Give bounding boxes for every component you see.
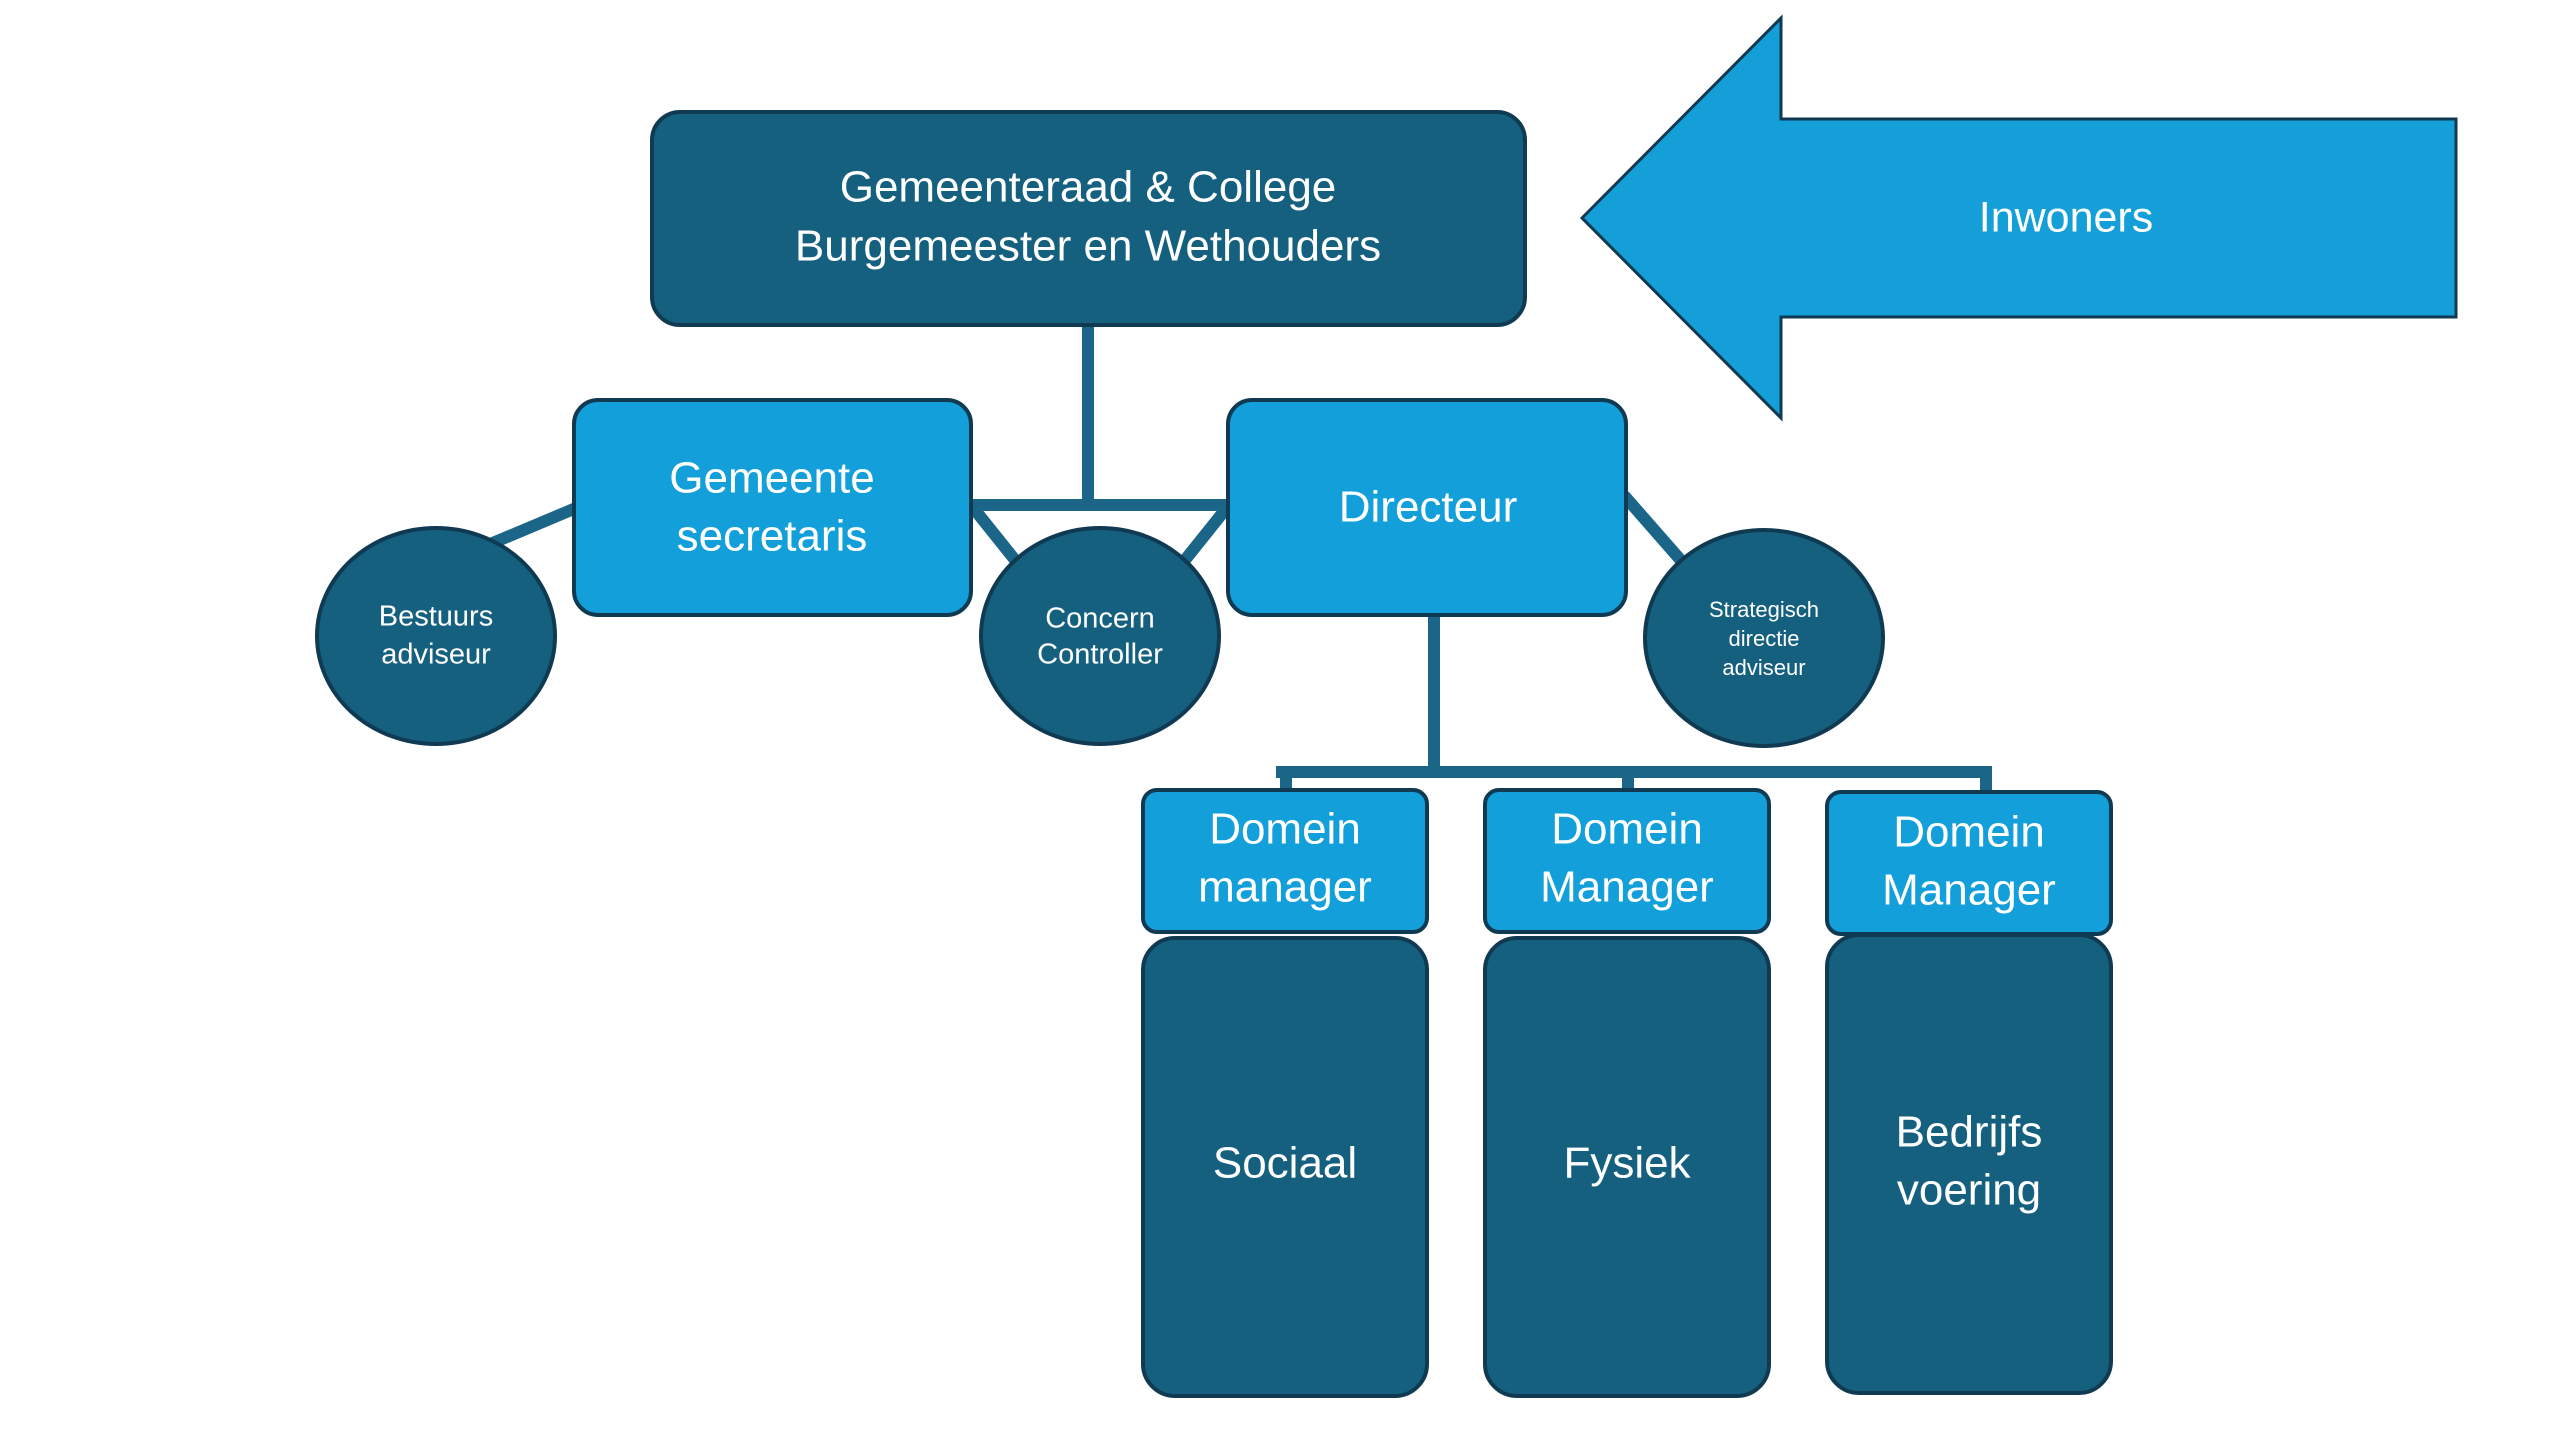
- domain-fysiek-header: [1483, 788, 1771, 934]
- domain-fysiek-body: [1483, 936, 1771, 1398]
- advisor-label-line1: Bestuurs: [379, 601, 493, 633]
- director-label: Directeur: [1339, 483, 1518, 532]
- strategic-circle: Strategisch directie adviseur: [1643, 528, 1885, 748]
- domain-fysiek-header-line2: Manager: [1540, 863, 1714, 912]
- controller-label-line2: Controller: [1037, 639, 1163, 671]
- domain-bedrijfsvoering-header-line1: Domein: [1893, 808, 2045, 857]
- connectors: [480, 319, 1992, 796]
- strategic-label-line2: directie: [1729, 626, 1800, 651]
- council-label-line2: Burgemeester en Wethouders: [795, 222, 1381, 271]
- domain-sociaal-body-line1: Sociaal: [1213, 1139, 1357, 1188]
- domain-fysiek-body-line1: Fysiek: [1563, 1139, 1691, 1188]
- domain-bedrijfsvoering-body-line1: Bedrijfs: [1896, 1108, 2043, 1157]
- domain-bedrijfsvoering-header-line2: Manager: [1882, 866, 2056, 915]
- domain-sociaal-body: [1141, 936, 1429, 1398]
- residents-arrow: Inwoners: [1579, 14, 2458, 422]
- domain-sociaal: Domein manager Sociaal: [1141, 788, 1429, 1398]
- domain-bedrijfsvoering: Domein Manager Bedrijfs voering: [1825, 790, 2113, 1395]
- secretary-label-line1: Gemeente: [669, 454, 874, 503]
- controller-label-line1: Concern: [1045, 603, 1155, 635]
- connector-director-strategic: [1619, 491, 1694, 574]
- strategic-label-line1: Strategisch: [1709, 597, 1819, 622]
- connector-director-controller: [1176, 501, 1234, 569]
- domain-sociaal-header-line1: Domein: [1209, 805, 1361, 854]
- council-box: Gemeenteraad & College Burgemeester en W…: [650, 110, 1527, 327]
- secretary-box: Gemeente secretaris: [572, 398, 973, 617]
- connector-secretary-advisor: [480, 500, 584, 553]
- domain-fysiek-header-line1: Domein: [1551, 805, 1703, 854]
- domain-bedrijfsvoering-body: [1825, 933, 2113, 1395]
- residents-label: Inwoners: [1979, 193, 2153, 241]
- domain-fysiek: Domein Manager Fysiek: [1483, 788, 1771, 1398]
- domain-sociaal-header-line2: manager: [1198, 863, 1372, 912]
- director-box: Directeur: [1226, 398, 1628, 617]
- domain-sociaal-header: [1141, 788, 1429, 934]
- connector-secretary-controller: [966, 501, 1024, 569]
- domain-bedrijfsvoering-body-line2: voering: [1897, 1166, 2041, 1215]
- advisor-circle: Bestuurs adviseur: [315, 526, 557, 746]
- secretary-label-line2: secretaris: [677, 512, 868, 561]
- strategic-label-line3: adviseur: [1722, 655, 1805, 680]
- council-label-line1: Gemeenteraad & College: [840, 163, 1337, 212]
- advisor-label-line2: adviseur: [381, 639, 491, 671]
- controller-circle: Concern Controller: [979, 526, 1221, 746]
- arrow-shape: [1579, 14, 2458, 422]
